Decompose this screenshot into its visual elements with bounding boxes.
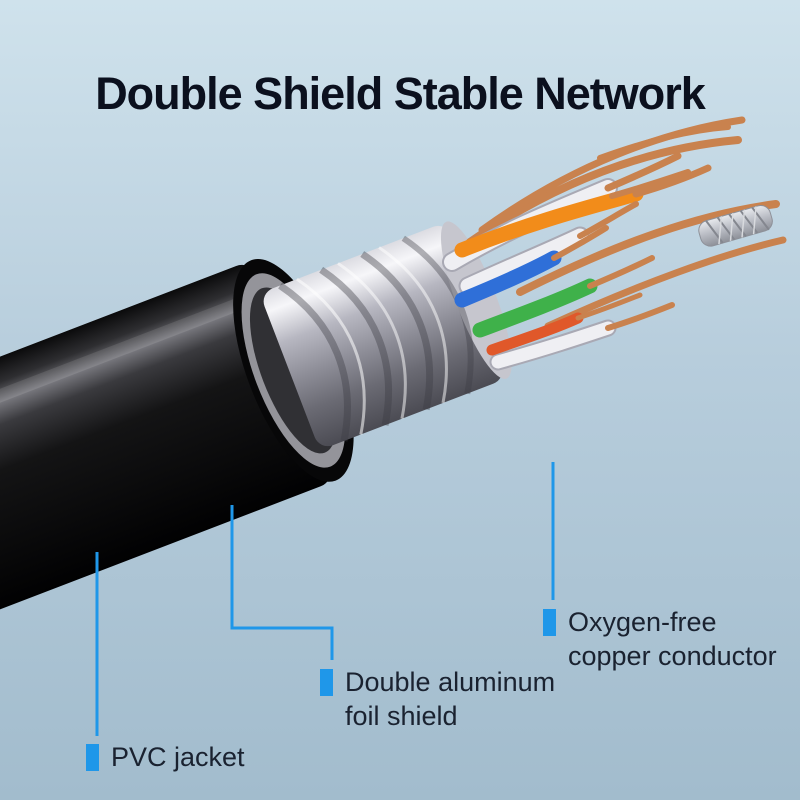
foil-shield [263, 225, 503, 447]
callout-line-foil-shield [230, 505, 334, 660]
wire-pairs [444, 180, 644, 369]
callout-text: Double aluminum foil shield [345, 667, 556, 731]
copper-strands [466, 116, 787, 330]
callout-label-foil-shield: Double aluminum foil shield [320, 666, 555, 734]
jacket-highlight [0, 292, 260, 450]
page-title: Double Shield Stable Network [95, 68, 706, 119]
cable-body [0, 221, 512, 627]
callout-label-copper-conductor: Oxygen-free copper conductor [543, 606, 777, 674]
braided-shield [698, 204, 773, 247]
wire-white-2 [460, 228, 588, 294]
callout-text: PVC jacket [111, 742, 245, 772]
wire-red [486, 312, 584, 356]
wire-blue [454, 250, 562, 308]
callout-marker-icon [543, 609, 556, 636]
copper-tips [551, 152, 712, 331]
wire-orange [454, 186, 644, 258]
wire-white-3 [491, 321, 615, 369]
callout-text: Oxygen-free copper conductor [568, 607, 777, 671]
callout-marker-icon [86, 744, 99, 771]
callout-lines [95, 462, 555, 736]
callout-label-pvc-jacket: PVC jacket [86, 741, 245, 775]
wire-green [472, 278, 598, 338]
pvc-jacket [0, 264, 332, 627]
callout-marker-icon [320, 669, 333, 696]
